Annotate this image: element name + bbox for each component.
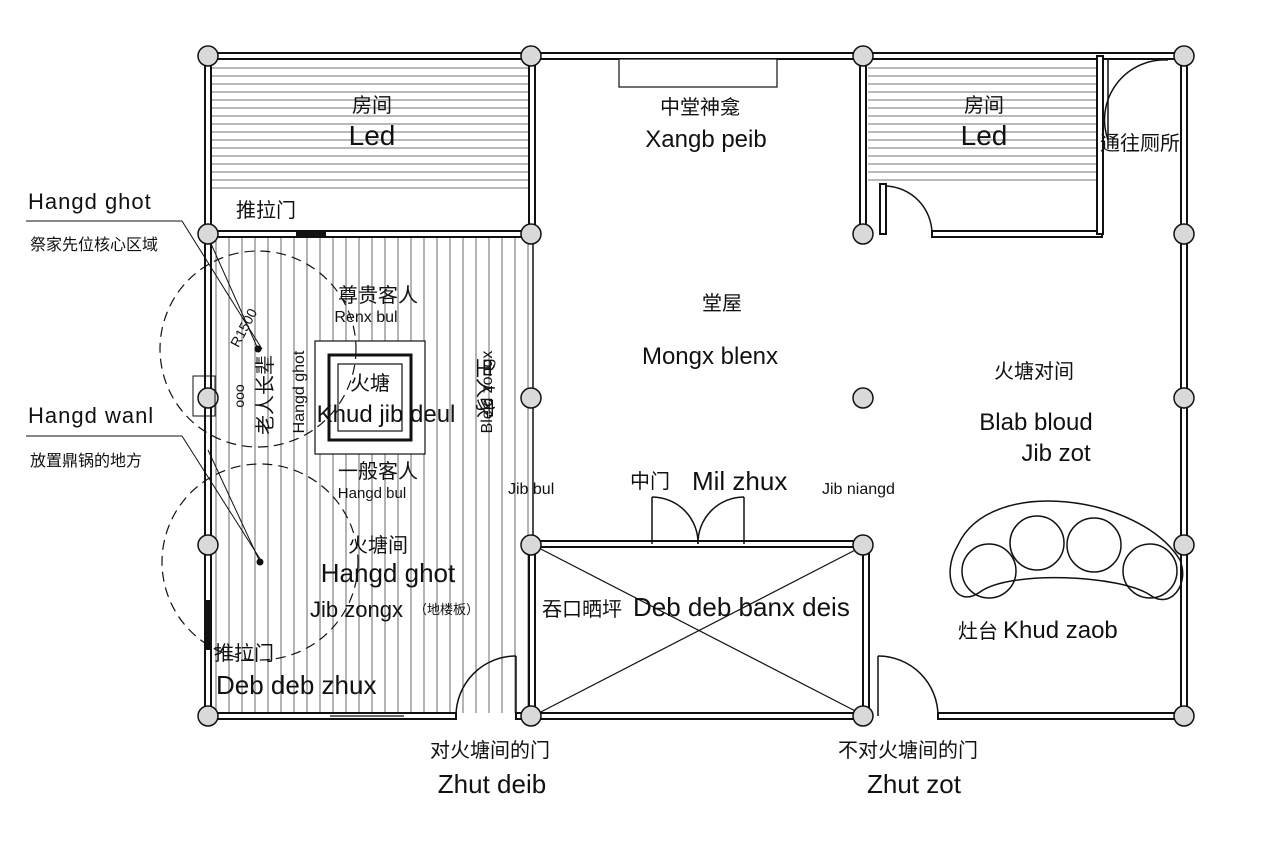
front-right-door-cn: 不对火塘间的门 — [838, 738, 978, 762]
column — [197, 223, 219, 245]
shrine-en: Xangb peib — [645, 126, 766, 153]
right-room-hatch — [868, 67, 1098, 181]
firepit-center-cn: 火塘 — [350, 371, 390, 395]
firepit-room-cn: 火塘间 — [348, 533, 408, 557]
guest-en: Hangd bul — [338, 485, 406, 502]
elder-en: Hangd ghot — [291, 350, 308, 433]
middle-door-en: Mil zhux — [692, 466, 787, 496]
annotation-leaders — [26, 220, 263, 563]
hangd-wanl-marker — [192, 375, 216, 417]
main-hall-en: Mongx blenx — [642, 343, 778, 370]
column — [520, 387, 542, 409]
column — [852, 705, 874, 727]
firepit-center-en: Khud jib deul — [317, 401, 456, 428]
slide-door-bottom: 推拉门 — [214, 641, 274, 665]
jib-niangd-label: Jib niangd — [822, 481, 895, 498]
radius-circles — [159, 250, 359, 661]
column — [852, 534, 874, 556]
opposite-room-cn: 火塘对间 — [994, 359, 1074, 383]
terrace-cn: 吞口晒坪 — [542, 597, 622, 621]
middle-door-cn: 中门 — [630, 469, 670, 493]
column — [520, 534, 542, 556]
hangd-wanl-annotation: Hangd wanl — [28, 403, 154, 428]
left-room-hatch — [210, 67, 530, 189]
column — [1173, 45, 1195, 67]
column — [1173, 223, 1195, 245]
hangd-ghot-annotation: Hangd ghot — [28, 189, 152, 214]
column — [852, 387, 874, 409]
column — [852, 223, 874, 245]
toilet-cn: 通往厕所 — [1100, 131, 1180, 155]
hangd-ghot-desc: 祭家先位核心区域 — [30, 235, 158, 254]
opposite-room-en2: Jib zot — [1021, 440, 1091, 467]
door-swings — [455, 59, 1169, 717]
column — [852, 45, 874, 67]
firepit-room-en2: Jib zongx — [310, 597, 403, 622]
main-hall-cn: 堂屋 — [702, 291, 742, 315]
honored-guest-en: Renx bul — [334, 309, 397, 326]
circles-label: ooo — [231, 384, 247, 408]
right-room-en: Led — [961, 120, 1008, 151]
column — [1173, 705, 1195, 727]
jib-bul-label: Jib bul — [508, 481, 554, 498]
column — [197, 387, 219, 409]
terrace-en: Deb deb banx deis — [633, 592, 850, 622]
host-en: Bleid zongx — [479, 351, 496, 434]
column — [1173, 534, 1195, 556]
opposite-room-en1: Blab bloud — [979, 409, 1092, 436]
stove-cn: 灶台 — [958, 619, 998, 643]
walls — [204, 52, 1188, 720]
column — [197, 534, 219, 556]
stove-en: Khud zaob — [1003, 617, 1118, 644]
front-left-door-cn: 对火塘间的门 — [430, 738, 550, 762]
column — [1173, 387, 1195, 409]
left-room-en: Led — [349, 120, 396, 151]
front-right-door-en: Zhut zot — [867, 769, 962, 799]
columns — [197, 45, 1195, 727]
terrace-cross — [532, 544, 866, 717]
guest-cn: 一般客人 — [338, 459, 418, 483]
column — [197, 705, 219, 727]
hangd-wanl-desc: 放置鼎锅的地方 — [30, 451, 142, 470]
slide-door-top: 推拉门 — [236, 198, 296, 222]
stove — [949, 500, 1184, 601]
column — [520, 705, 542, 727]
slide-door-bottom-en: Deb deb zhux — [216, 670, 376, 700]
firepit-frame — [314, 340, 426, 455]
firepit-room-note: （地楼板） — [414, 603, 479, 618]
honored-guest-cn: 尊贵客人 — [338, 283, 418, 307]
shrine-cn: 中堂神龛 — [660, 95, 740, 119]
elder-cn: 老人长辈 — [253, 355, 277, 435]
floorboard-lines — [215, 237, 529, 713]
right-room-cn: 房间 — [964, 93, 1004, 117]
column — [520, 45, 542, 67]
left-room-cn: 房间 — [352, 93, 392, 117]
host-cn: 主人家 — [473, 358, 497, 418]
column — [520, 223, 542, 245]
radius-lines — [207, 236, 264, 566]
firepit-room-en1: Hangd ghot — [321, 558, 456, 588]
column — [197, 45, 219, 67]
front-left-door-en: Zhut deib — [438, 769, 546, 799]
